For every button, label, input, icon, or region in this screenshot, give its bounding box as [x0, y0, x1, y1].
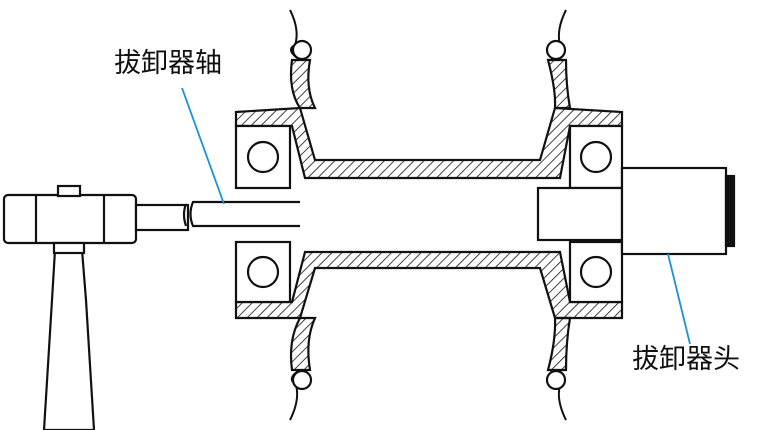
puller-shaft-label: 拔卸器轴	[114, 48, 222, 79]
wheel-hub	[234, 9, 624, 421]
bearings	[234, 124, 624, 304]
hammer-head	[2, 193, 138, 245]
hammer-handle	[42, 248, 96, 430]
puller-head	[536, 166, 736, 256]
puller-head-label: 拔卸器头	[632, 344, 740, 375]
head-leader-line	[667, 253, 691, 345]
hub-lower-wall	[234, 250, 624, 320]
hub-upper-wall	[234, 106, 624, 180]
hammer	[2, 184, 190, 430]
shaft-leader-line	[181, 87, 225, 205]
